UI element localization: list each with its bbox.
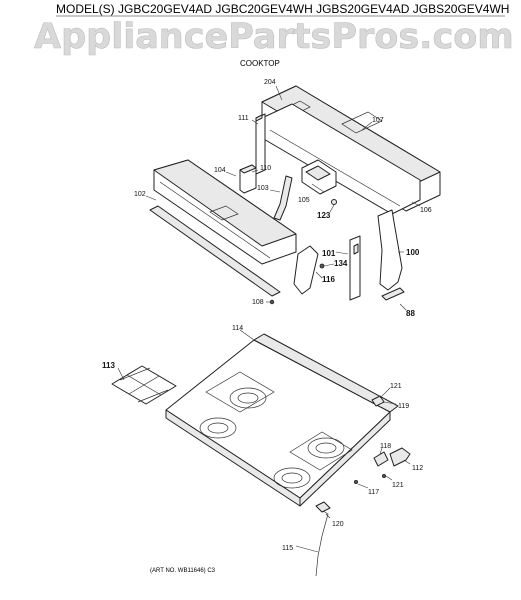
side-bracket [255,113,266,175]
trim-strip [149,205,281,297]
leader-lines [117,85,421,553]
callout-108: 108 [252,299,264,306]
callout-117: 117 [368,489,379,496]
watermark: AppliancePartsPros.com [34,17,514,57]
grate [111,365,177,405]
callout-105: 105 [298,197,310,204]
callout-110: 110 [260,165,271,172]
model-list: MODEL(S) JGBC20GEV4AD JGBC20GEV4WH JGBS2… [56,2,509,16]
callout-112: 112 [412,465,423,472]
bracket-101 [349,235,361,301]
callout-88: 88 [406,309,415,318]
bracket-116 [293,245,319,295]
callout-121-bottom: 121 [392,482,404,489]
control-panel [153,159,297,265]
callout-113: 113 [102,361,115,370]
callout-116: 116 [322,275,335,284]
spring [319,263,325,269]
callout-119: 119 [398,403,409,410]
bracket-103 [273,175,293,221]
clock-timer [301,159,337,195]
callout-111: 111 [238,115,249,122]
right-side-parts [353,395,411,484]
screw [331,199,337,205]
callout-118: 118 [380,443,391,450]
callout-107: 107 [372,117,384,124]
section-title: COOKTOP [240,59,280,68]
callout-204: 204 [264,79,276,86]
screw-108 [269,299,275,305]
callout-labels: 204 107 111 110 104 102 103 105 123 106 … [102,79,432,552]
cooktop [165,333,399,507]
callout-103: 103 [257,185,269,192]
end-cap [377,209,403,291]
callout-123: 123 [317,211,331,220]
gas-rod [315,501,331,577]
callout-102: 102 [134,191,146,198]
callout-121-top: 121 [390,383,402,390]
knob [381,287,405,301]
callout-114: 114 [232,325,243,332]
callout-115: 115 [282,545,293,552]
callout-100: 100 [406,248,420,257]
callout-104: 104 [214,167,226,174]
callout-101: 101 [322,249,336,258]
callout-120: 120 [332,521,344,528]
callout-134: 134 [334,259,348,268]
callout-106: 106 [420,207,432,214]
switch [239,164,257,194]
art-number: (ART NO. WB11646) C3 [150,568,216,574]
